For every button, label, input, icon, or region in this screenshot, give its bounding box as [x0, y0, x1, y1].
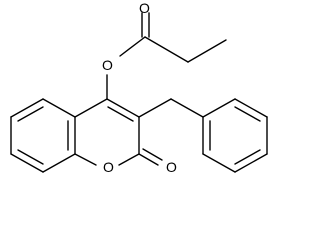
bond-phenyl-2	[234, 98, 268, 118]
chemical-structure-canvas: O O O O	[10, 0, 268, 175]
bond-benzo-c4a-c5	[42, 98, 76, 118]
ester-carbonyl-oxygen-label: O	[139, 0, 150, 16]
bond-benzo-c7-c8	[10, 153, 44, 173]
bond-phenyl-inner-2	[234, 149, 261, 165]
molecule-diagram: O O O O	[10, 0, 268, 175]
bond-benzo-c8-c8a	[42, 153, 76, 173]
bond-benzo-c5-c6	[10, 98, 44, 118]
bond-phenyl-5	[202, 153, 236, 173]
bond-phenyl-inner-1	[234, 106, 261, 122]
ester-linking-oxygen-label: O	[102, 57, 113, 73]
bond-c2-carbonyl-1	[138, 153, 159, 166]
bond-benzo-inner-1	[17, 106, 44, 122]
bond-c4-c3-outer	[106, 98, 140, 118]
bond-carbonyl-carbon-to-oxygen	[119, 36, 146, 57]
bond-c2-carbonyl-2	[142, 148, 163, 161]
bond-ring-oxygen-c8a	[74, 153, 97, 166]
bond-c2-ring-oxygen	[118, 153, 140, 166]
ring-oxygen-label: O	[103, 159, 114, 175]
lactone-carbonyl-oxygen-label: O	[166, 159, 177, 175]
bond-phenyl-4	[234, 153, 268, 173]
bond-c3-methylene	[138, 98, 172, 118]
bond-c4-c4a	[74, 98, 108, 118]
bond-ethyl	[187, 39, 227, 63]
bond-benzo-inner-2	[17, 149, 44, 165]
bond-carbonyl-carbon-to-ethyl	[144, 36, 189, 63]
bond-phenyl-1	[202, 98, 236, 118]
bond-c4-c3-inner	[107, 106, 134, 122]
bond-methylene-phenyl	[170, 98, 204, 118]
